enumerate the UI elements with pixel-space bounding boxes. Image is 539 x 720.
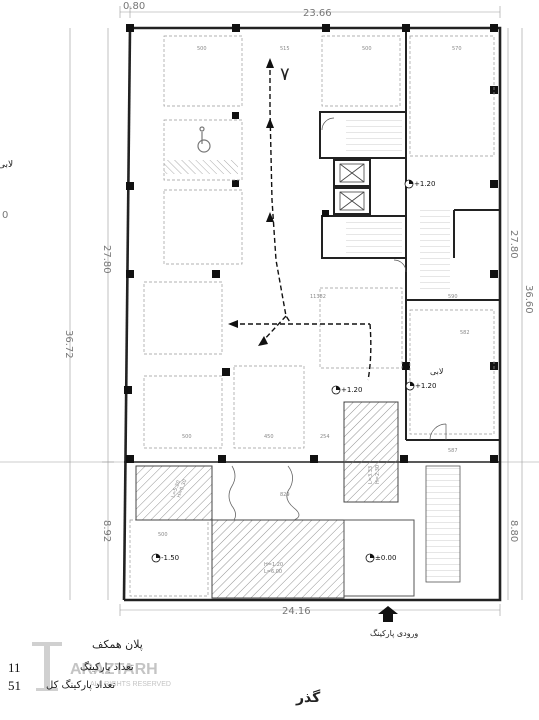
level-lower-left: -1.50	[161, 554, 179, 562]
stair-entrance-frame	[425, 465, 461, 583]
elevator-boxes	[339, 163, 365, 211]
svg-text:587: 587	[448, 448, 458, 454]
watermark-rights: ALL RIGHTS RESERVED	[90, 681, 171, 688]
edge-left-label: لابی	[0, 160, 14, 170]
accessible-bay-hatch	[164, 160, 238, 174]
plan-title: پلان همکف	[92, 638, 143, 651]
break-lines	[228, 465, 300, 521]
dim-right-total: 36.60	[523, 285, 534, 314]
ramp-bottom-height: H=1.20	[264, 562, 283, 568]
door-swings	[321, 117, 447, 441]
svg-text:570: 570	[452, 46, 462, 52]
stair-core-upper	[346, 118, 402, 154]
watermark-logo	[32, 642, 62, 691]
edge-left-number: 0	[2, 210, 8, 221]
dimension-lines	[0, 6, 539, 616]
svg-text:500: 500	[158, 532, 168, 538]
svg-text:582: 582	[460, 330, 470, 336]
ramp-central-length: L=3.33	[368, 466, 374, 484]
dim-top-width: 23.66	[303, 8, 332, 19]
level-lower-right: ±0.00	[375, 554, 396, 562]
level-mid: +1.20	[341, 386, 362, 394]
dim-right-lower: 8.80	[508, 520, 519, 542]
svg-text:500: 500	[182, 434, 192, 440]
svg-text:11382: 11382	[310, 294, 326, 300]
level-markers	[151, 179, 415, 563]
legend-parking-label: تعداد پارکینگ	[80, 662, 134, 673]
room-shop-label: لابی	[430, 367, 443, 376]
legend-total-label: تعداد پارکینگ کل	[46, 680, 116, 691]
legend-total-count: 51	[8, 678, 21, 693]
level-shop: +1.20	[415, 382, 436, 390]
level-stair: +1.20	[414, 180, 435, 188]
ramp-central-height: H=2.30	[375, 465, 381, 484]
parking-spaces	[129, 35, 495, 597]
dim-left-total: 36.72	[63, 330, 74, 359]
svg-text:829: 829	[280, 492, 290, 498]
parking-bay-right	[343, 519, 415, 597]
entrance-arrow-icon	[378, 606, 398, 622]
stair-core-lower	[346, 222, 402, 254]
watermark-brand: ARAZTARH	[70, 661, 158, 678]
space-dimension-texts: 500 515 500 570 500 450 254 582 11382 590 829…	[158, 46, 470, 538]
dim-right-upper: 27.80	[508, 230, 519, 259]
driving-path	[232, 62, 372, 381]
entrance-label: ورودی پارکینگ	[370, 628, 418, 638]
core-walls	[319, 28, 500, 441]
dim-left-lower: 8.92	[101, 520, 112, 542]
svg-text:500: 500	[197, 46, 207, 52]
dim-top-offset: 0.80	[123, 1, 145, 12]
svg-text:500: 500	[362, 46, 372, 52]
svg-text:450: 450	[264, 434, 274, 440]
street-label: گذر	[295, 689, 321, 706]
svg-text:254: 254	[320, 434, 330, 440]
ramp-bottom-length: L=6.00	[264, 569, 282, 575]
legend-parking-count: 11	[8, 660, 21, 675]
stair-entrance	[426, 466, 460, 582]
svg-text:515: 515	[280, 46, 290, 52]
ramp-left-length: L=5.20	[170, 480, 182, 499]
ramp-central	[343, 401, 399, 503]
accessible-parking-icon	[197, 126, 211, 153]
parking-number: ۷	[280, 64, 290, 85]
dim-bottom-width: 24.16	[282, 606, 311, 617]
dim-left-upper: 27.80	[101, 245, 112, 274]
path-arrows	[228, 58, 274, 346]
svg-text:590: 590	[448, 294, 458, 300]
stair-lobby	[420, 210, 450, 290]
ramp-bottom	[211, 519, 345, 599]
ramp-left	[135, 465, 213, 521]
